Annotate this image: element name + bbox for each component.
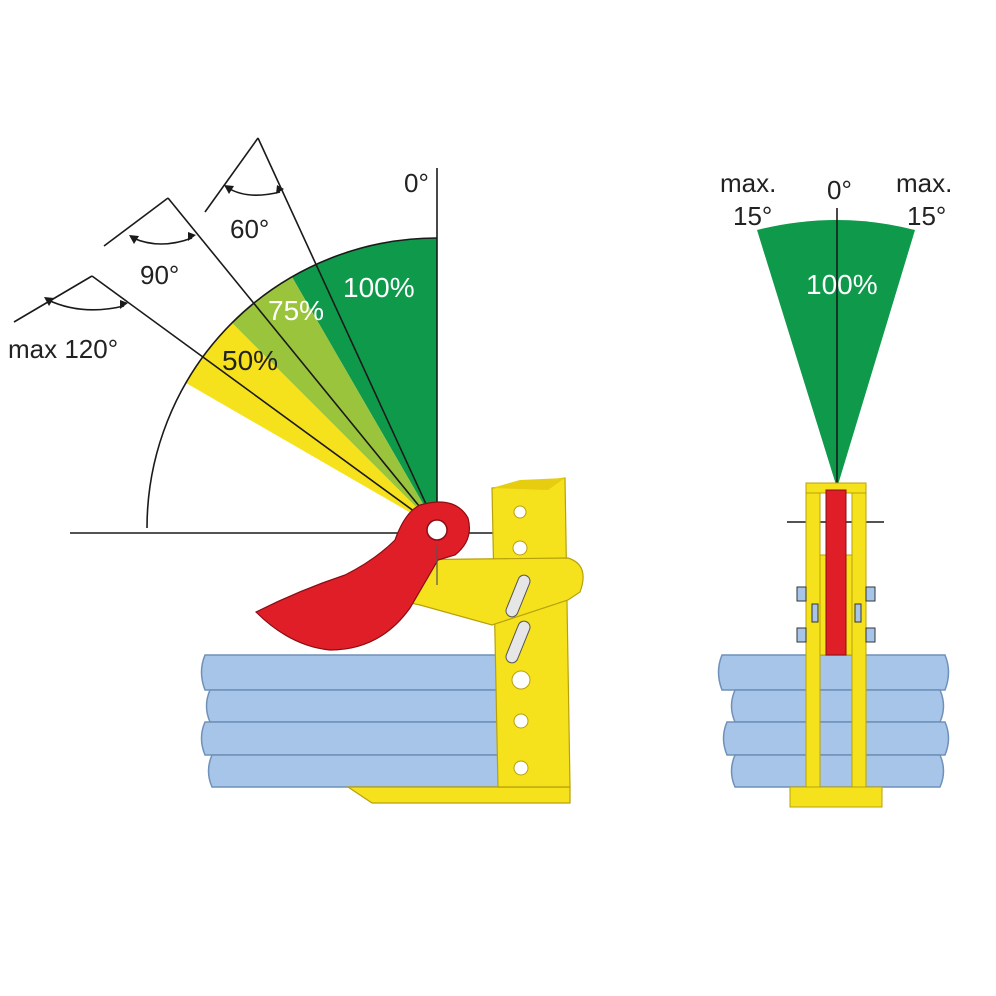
label-60-deg: 60° (230, 214, 269, 244)
arrowhead-90-right (188, 232, 196, 241)
arrowhead-120-left (44, 297, 54, 306)
line-90deg (167, 197, 438, 529)
label-left-15-deg: 15° (733, 201, 772, 231)
label-right-max: max. (896, 168, 952, 198)
arc-arrow-60 (227, 187, 281, 196)
clamp-body-right (789, 482, 883, 808)
steel-plate-stack-right (717, 654, 950, 788)
arc-arrow-120 (47, 299, 125, 311)
steel-plate-stack-left (200, 654, 506, 788)
arrowhead-90-left (129, 235, 139, 244)
line-60deg (257, 137, 438, 529)
arrowhead-60-left (224, 185, 234, 194)
tick-90-left (103, 197, 169, 247)
label-90-deg: 90° (140, 260, 179, 290)
label-zero-deg: 0° (404, 168, 429, 198)
arrowhead-120-right (120, 300, 128, 309)
sector-50-percent (186, 323, 437, 528)
clamp-jaw-red (254, 501, 471, 651)
label-capacity-100: 100% (343, 272, 415, 303)
label-left-max: max. (720, 168, 776, 198)
label-capacity-50: 50% (222, 345, 278, 376)
arrowhead-60-right (276, 185, 284, 194)
label-max-120-deg: max 120° (8, 334, 118, 364)
right-diagram: max. 15° 0° max. 15° 100% (717, 168, 952, 808)
clamp-body-left (346, 477, 584, 804)
jaw-shackle-hole (426, 519, 448, 541)
label-right-capacity-100: 100% (806, 269, 878, 300)
label-capacity-75: 75% (268, 295, 324, 326)
left-diagram: 0° 60° 90° max 120° 100% 75% 50% (8, 137, 584, 804)
arc-arrow-90 (132, 237, 193, 245)
label-center-zero-deg: 0° (827, 175, 852, 205)
tick-60-left (204, 137, 259, 213)
sector-100-percent (292, 238, 437, 528)
sector-right-100-percent (757, 220, 915, 488)
angle-arc (146, 237, 438, 529)
line-120deg (91, 275, 438, 529)
label-right-15-deg: 15° (907, 201, 946, 231)
